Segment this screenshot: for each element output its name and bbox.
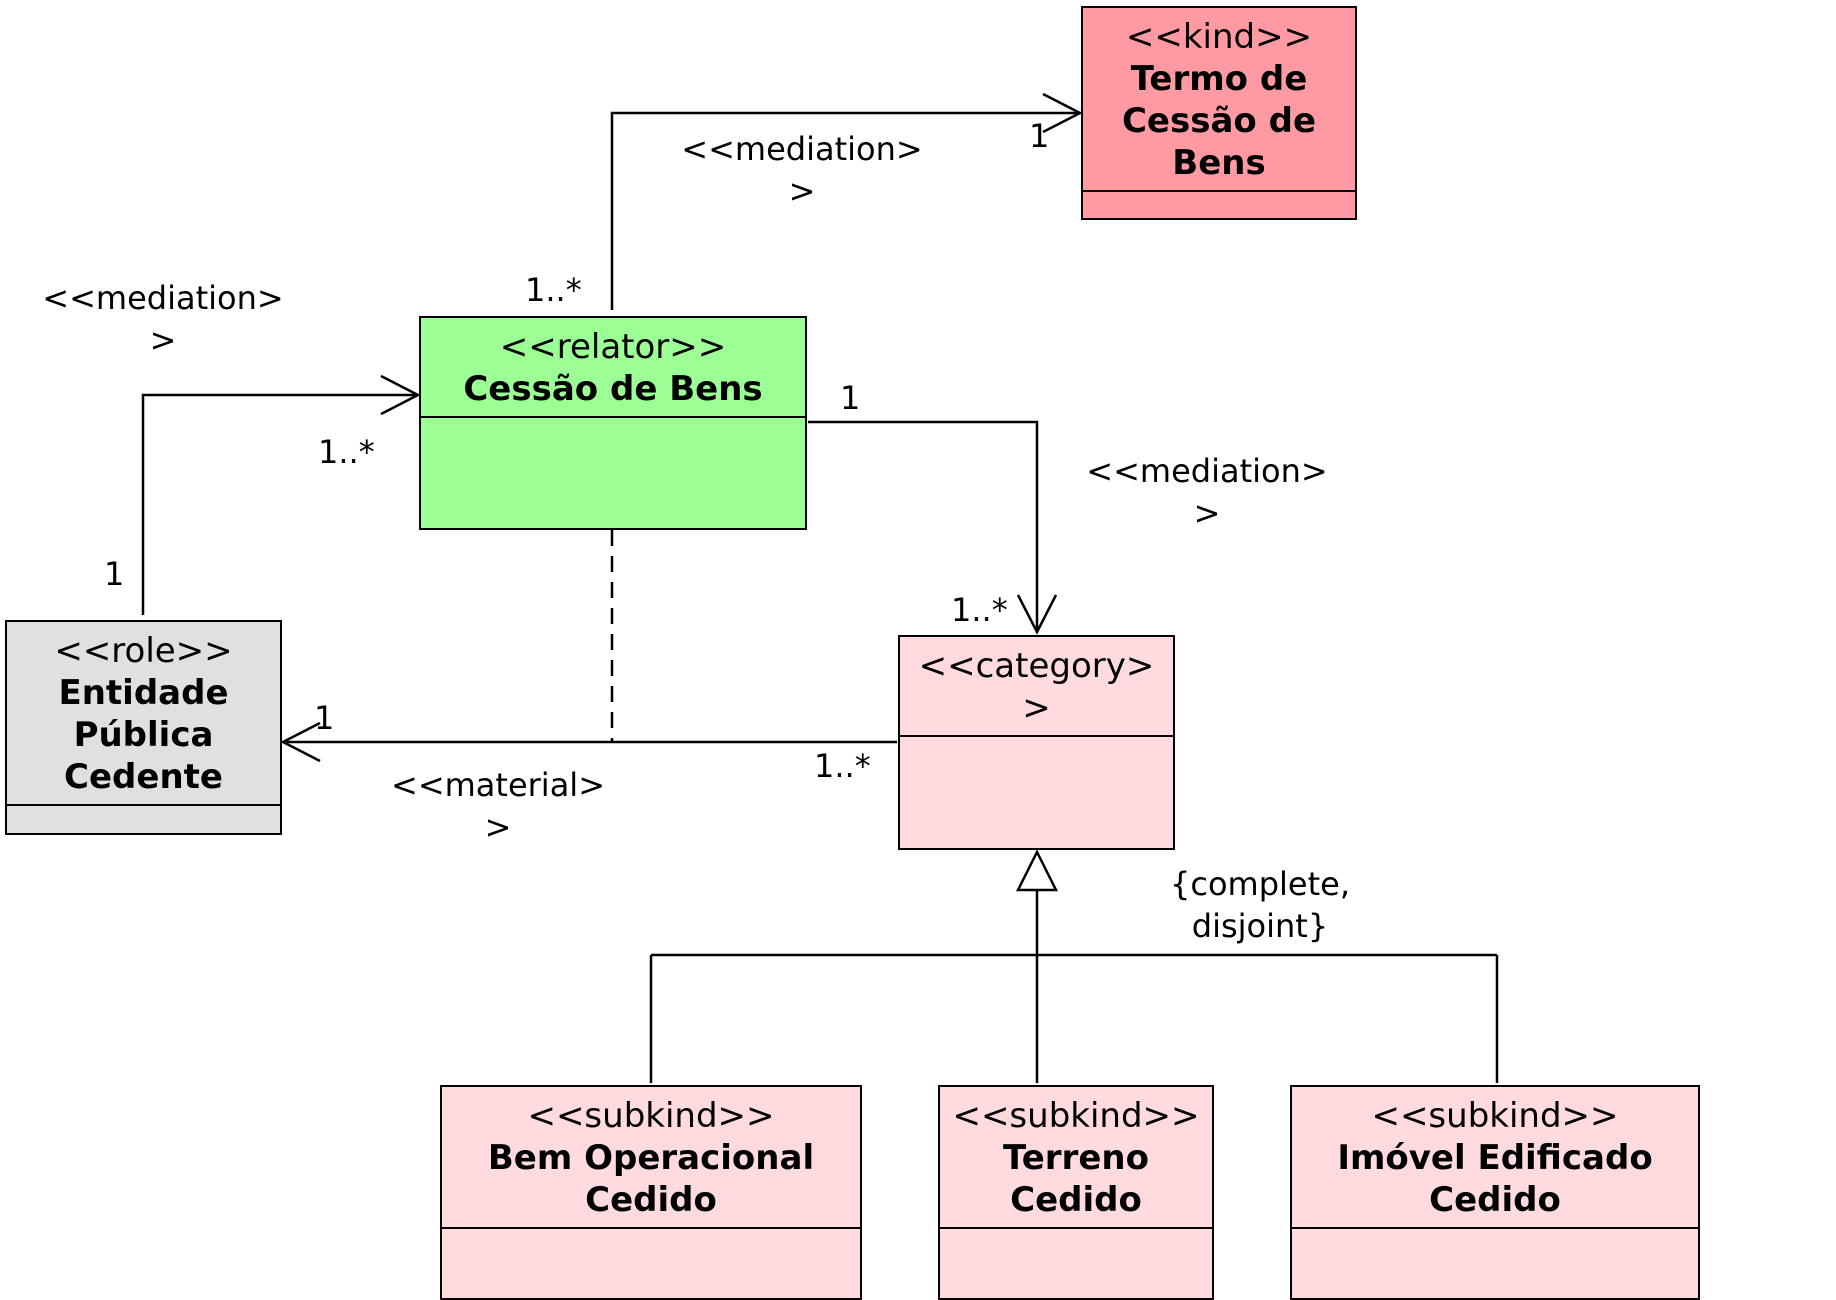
class-bem-operacional-cedido[interactable]: <<subkind>> Bem Operacional Cedido: [440, 1085, 862, 1300]
multiplicity-mediation-category-source: 1: [840, 379, 861, 417]
class-attributes: [421, 418, 805, 528]
mediation-line-entidade: [141, 393, 418, 615]
stereotype-label: <<role>>: [54, 631, 233, 671]
arrowhead-open-cessao: [380, 374, 421, 416]
class-header: <<subkind>> Terreno Cedido: [940, 1087, 1212, 1229]
class-header: <<category> >: [900, 637, 1173, 737]
association-label-mediation-termo: <<mediation> >: [681, 130, 923, 210]
association-label-mediation-category: <<mediation> >: [1086, 452, 1328, 532]
class-name: Bem Operacional Cedido: [487, 1138, 815, 1220]
class-attributes: [900, 737, 1173, 848]
class-attributes: [1292, 1229, 1698, 1298]
stereotype-label: <<relator>>: [499, 327, 727, 367]
multiplicity-mediation-termo-source: 1..*: [525, 271, 582, 309]
class-header: <<kind>> Termo de Cessão de Bens: [1083, 8, 1355, 192]
class-imovel-edificado-cedido[interactable]: <<subkind>> Imóvel Edificado Cedido: [1290, 1085, 1700, 1300]
stereotype-label: <<kind>>: [1125, 17, 1313, 57]
class-header: <<relator>> Cessão de Bens: [421, 318, 805, 418]
class-name: Termo de Cessão de Bens: [1121, 59, 1317, 183]
class-attributes: [1083, 192, 1355, 218]
multiplicity-mediation-entidade-source: 1: [104, 555, 125, 593]
association-label-mediation-entidade: <<mediation> >: [42, 279, 284, 359]
class-header: <<subkind>> Imóvel Edificado Cedido: [1292, 1087, 1698, 1229]
multiplicity-mediation-termo-target: 1: [1029, 117, 1050, 155]
multiplicity-material-source: 1..*: [814, 747, 871, 785]
stereotype-label: <<subkind>>: [952, 1096, 1200, 1136]
class-termo-de-cessao-de-bens[interactable]: <<kind>> Termo de Cessão de Bens: [1081, 6, 1357, 220]
class-attributes: [442, 1229, 860, 1298]
multiplicity-material-target: 1: [314, 699, 335, 737]
class-terreno-cedido[interactable]: <<subkind>> Terreno Cedido: [938, 1085, 1214, 1300]
class-category[interactable]: <<category> >: [898, 635, 1175, 850]
arrowhead-open-entidade: [280, 721, 321, 763]
class-name: Imóvel Edificado Cedido: [1337, 1138, 1653, 1220]
multiplicity-mediation-category-target: 1..*: [951, 591, 1008, 629]
class-header: <<subkind>> Bem Operacional Cedido: [442, 1087, 860, 1229]
class-header: <<role>> Entidade Pública Cedente: [7, 622, 280, 806]
class-attributes: [7, 806, 280, 833]
stereotype-label: <<subkind>>: [527, 1096, 775, 1136]
arrowhead-open-category: [1016, 594, 1058, 635]
multiplicity-mediation-entidade-target: 1..*: [318, 433, 375, 471]
stereotype-label: <<subkind>>: [1371, 1096, 1619, 1136]
class-attributes: [940, 1229, 1212, 1298]
mediation-line-category: [808, 420, 1039, 632]
generalization-triangle: [1015, 849, 1059, 892]
association-label-material: <<material> >: [391, 766, 605, 846]
class-entidade-publica-cedente[interactable]: <<role>> Entidade Pública Cedente: [5, 620, 282, 835]
class-name: Cessão de Bens: [463, 369, 763, 409]
class-name: Entidade Pública Cedente: [58, 673, 229, 797]
class-name: Terreno Cedido: [1003, 1138, 1149, 1220]
class-cessao-de-bens[interactable]: <<relator>> Cessão de Bens: [419, 316, 807, 530]
stereotype-label: <<category> >: [918, 646, 1155, 728]
arrowhead-open-termo: [1042, 92, 1083, 134]
mediation-line-termo: [610, 111, 1080, 310]
generalization-set-constraint: {complete, disjoint}: [1170, 865, 1350, 945]
